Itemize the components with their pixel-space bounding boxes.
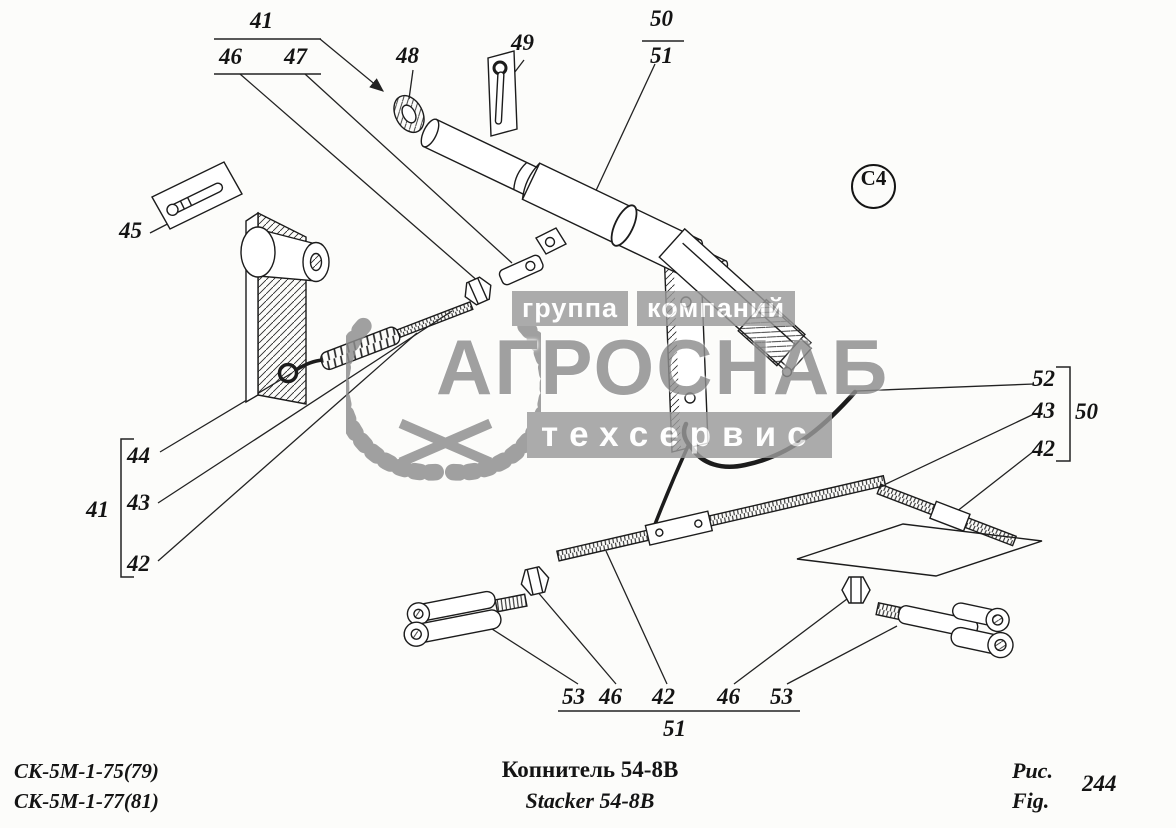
- arm-bolt: [781, 366, 793, 378]
- figure-title-en: Stacker 54-8B: [525, 788, 655, 813]
- callout-46-top: 46: [219, 44, 242, 69]
- part-49-cotter-pin: [487, 50, 518, 137]
- callout-51-top: 51: [650, 43, 673, 68]
- section-badge: С4: [851, 164, 896, 209]
- model-code-2: СК-5М-1-77(81): [14, 789, 159, 813]
- callout-48: 48: [396, 43, 419, 68]
- callout-43-left: 43: [127, 490, 150, 515]
- bracket-plate-assembly: [240, 211, 330, 405]
- stud-42-right: [876, 483, 1018, 547]
- clevis-53-right: [875, 601, 1014, 659]
- callout-42-left: 42: [127, 551, 150, 576]
- callout-46-bottom-right: 46: [717, 684, 740, 709]
- callout-47-top: 47: [284, 44, 307, 69]
- callout-52: 52: [1032, 366, 1055, 391]
- part-48-washer: [393, 94, 425, 134]
- mount-plate-outline: [796, 523, 1043, 577]
- long-rod-42: [556, 474, 887, 562]
- model-code-1: СК-5М-1-75(79): [14, 759, 159, 783]
- callout-41-left: 41: [86, 497, 109, 522]
- callout-rules: [120, 38, 1071, 712]
- fig-label-en: Fig.: [1012, 788, 1050, 813]
- callout-53-bottom-left: 53: [562, 684, 585, 709]
- callout-51-bottom: 51: [663, 716, 686, 741]
- rod-52-wire: [689, 389, 858, 469]
- nut-46-right: [841, 576, 871, 604]
- callout-50-top: 50: [650, 6, 673, 31]
- part-45-pin-plate: [151, 161, 243, 230]
- nut-46-upper: [464, 276, 492, 306]
- fig-label-ru: Рис.: [1012, 758, 1053, 783]
- callout-45: 45: [119, 218, 142, 243]
- callout-41-top: 41: [250, 8, 273, 33]
- clevis-53-left: [403, 590, 528, 647]
- callout-50-right: 50: [1075, 399, 1098, 424]
- callout-46-bottom-left: 46: [599, 684, 622, 709]
- clevis-47: [498, 254, 544, 286]
- figure-title-ru: Копнитель 54-8В: [501, 757, 679, 782]
- figure-number: 244: [1082, 771, 1117, 796]
- nut-46-left: [520, 565, 550, 597]
- callout-49: 49: [511, 30, 534, 55]
- callout-42-bottom: 42: [652, 684, 675, 709]
- callout-53-bottom-right: 53: [770, 684, 793, 709]
- parts-layer: [151, 50, 1043, 659]
- callout-43-right: 43: [1032, 398, 1055, 423]
- callout-44: 44: [127, 443, 150, 468]
- callout-42-right: 42: [1032, 436, 1055, 461]
